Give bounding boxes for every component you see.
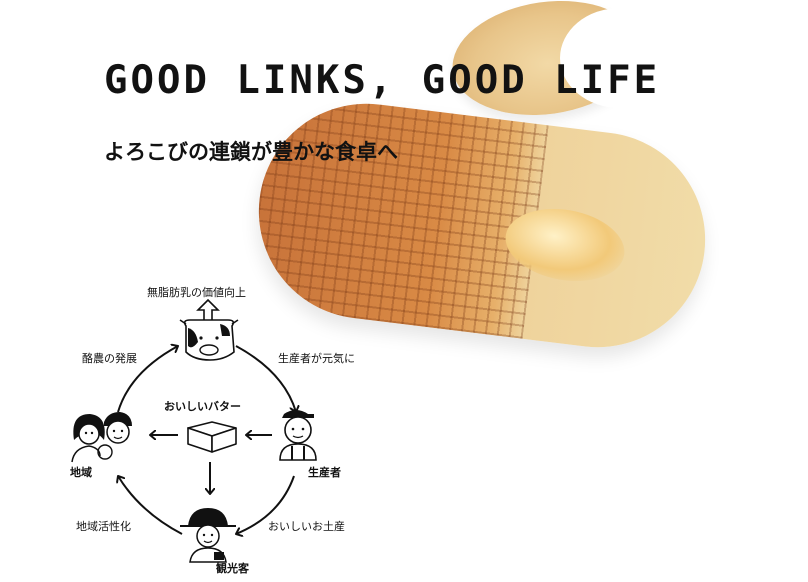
cycle-diagram-svg bbox=[71, 298, 317, 563]
label-regional-revitalization: 地域活性化 bbox=[76, 520, 131, 533]
label-producers-energized: 生産者が元気に bbox=[278, 352, 355, 365]
arrow-producer-to-tourist bbox=[236, 475, 295, 534]
arrow-tourist-to-region bbox=[118, 476, 183, 535]
label-tourists: 観光客 bbox=[216, 562, 249, 575]
cycle-diagram: 無脂肪乳の価値向上 酪農の発展 生産者が元気に おいしいバター 地域 生産者 地… bbox=[0, 280, 360, 578]
butter-icon bbox=[187, 421, 237, 453]
tourist-icon bbox=[180, 508, 236, 563]
label-producers: 生産者 bbox=[308, 466, 341, 479]
label-delicious-butter: おいしいバター bbox=[164, 400, 241, 413]
cow-icon bbox=[179, 298, 239, 361]
arrow-cow-to-producer bbox=[235, 345, 296, 412]
label-delicious-souvenir: おいしいお土産 bbox=[268, 520, 345, 533]
label-dairy-development: 酪農の発展 bbox=[82, 352, 137, 365]
label-skim-milk-value: 無脂肪乳の価値向上 bbox=[147, 286, 246, 299]
cookie-bite-mask bbox=[560, 8, 680, 108]
headline: GOOD LINKS, GOOD LIFE bbox=[104, 58, 661, 103]
label-region: 地域 bbox=[70, 466, 92, 479]
subheadline: よろこびの連鎖が豊かな食卓へ bbox=[104, 140, 398, 164]
region-family-icon bbox=[71, 412, 132, 463]
arrow-region-to-cow bbox=[117, 346, 178, 413]
farmer-icon bbox=[279, 410, 317, 461]
